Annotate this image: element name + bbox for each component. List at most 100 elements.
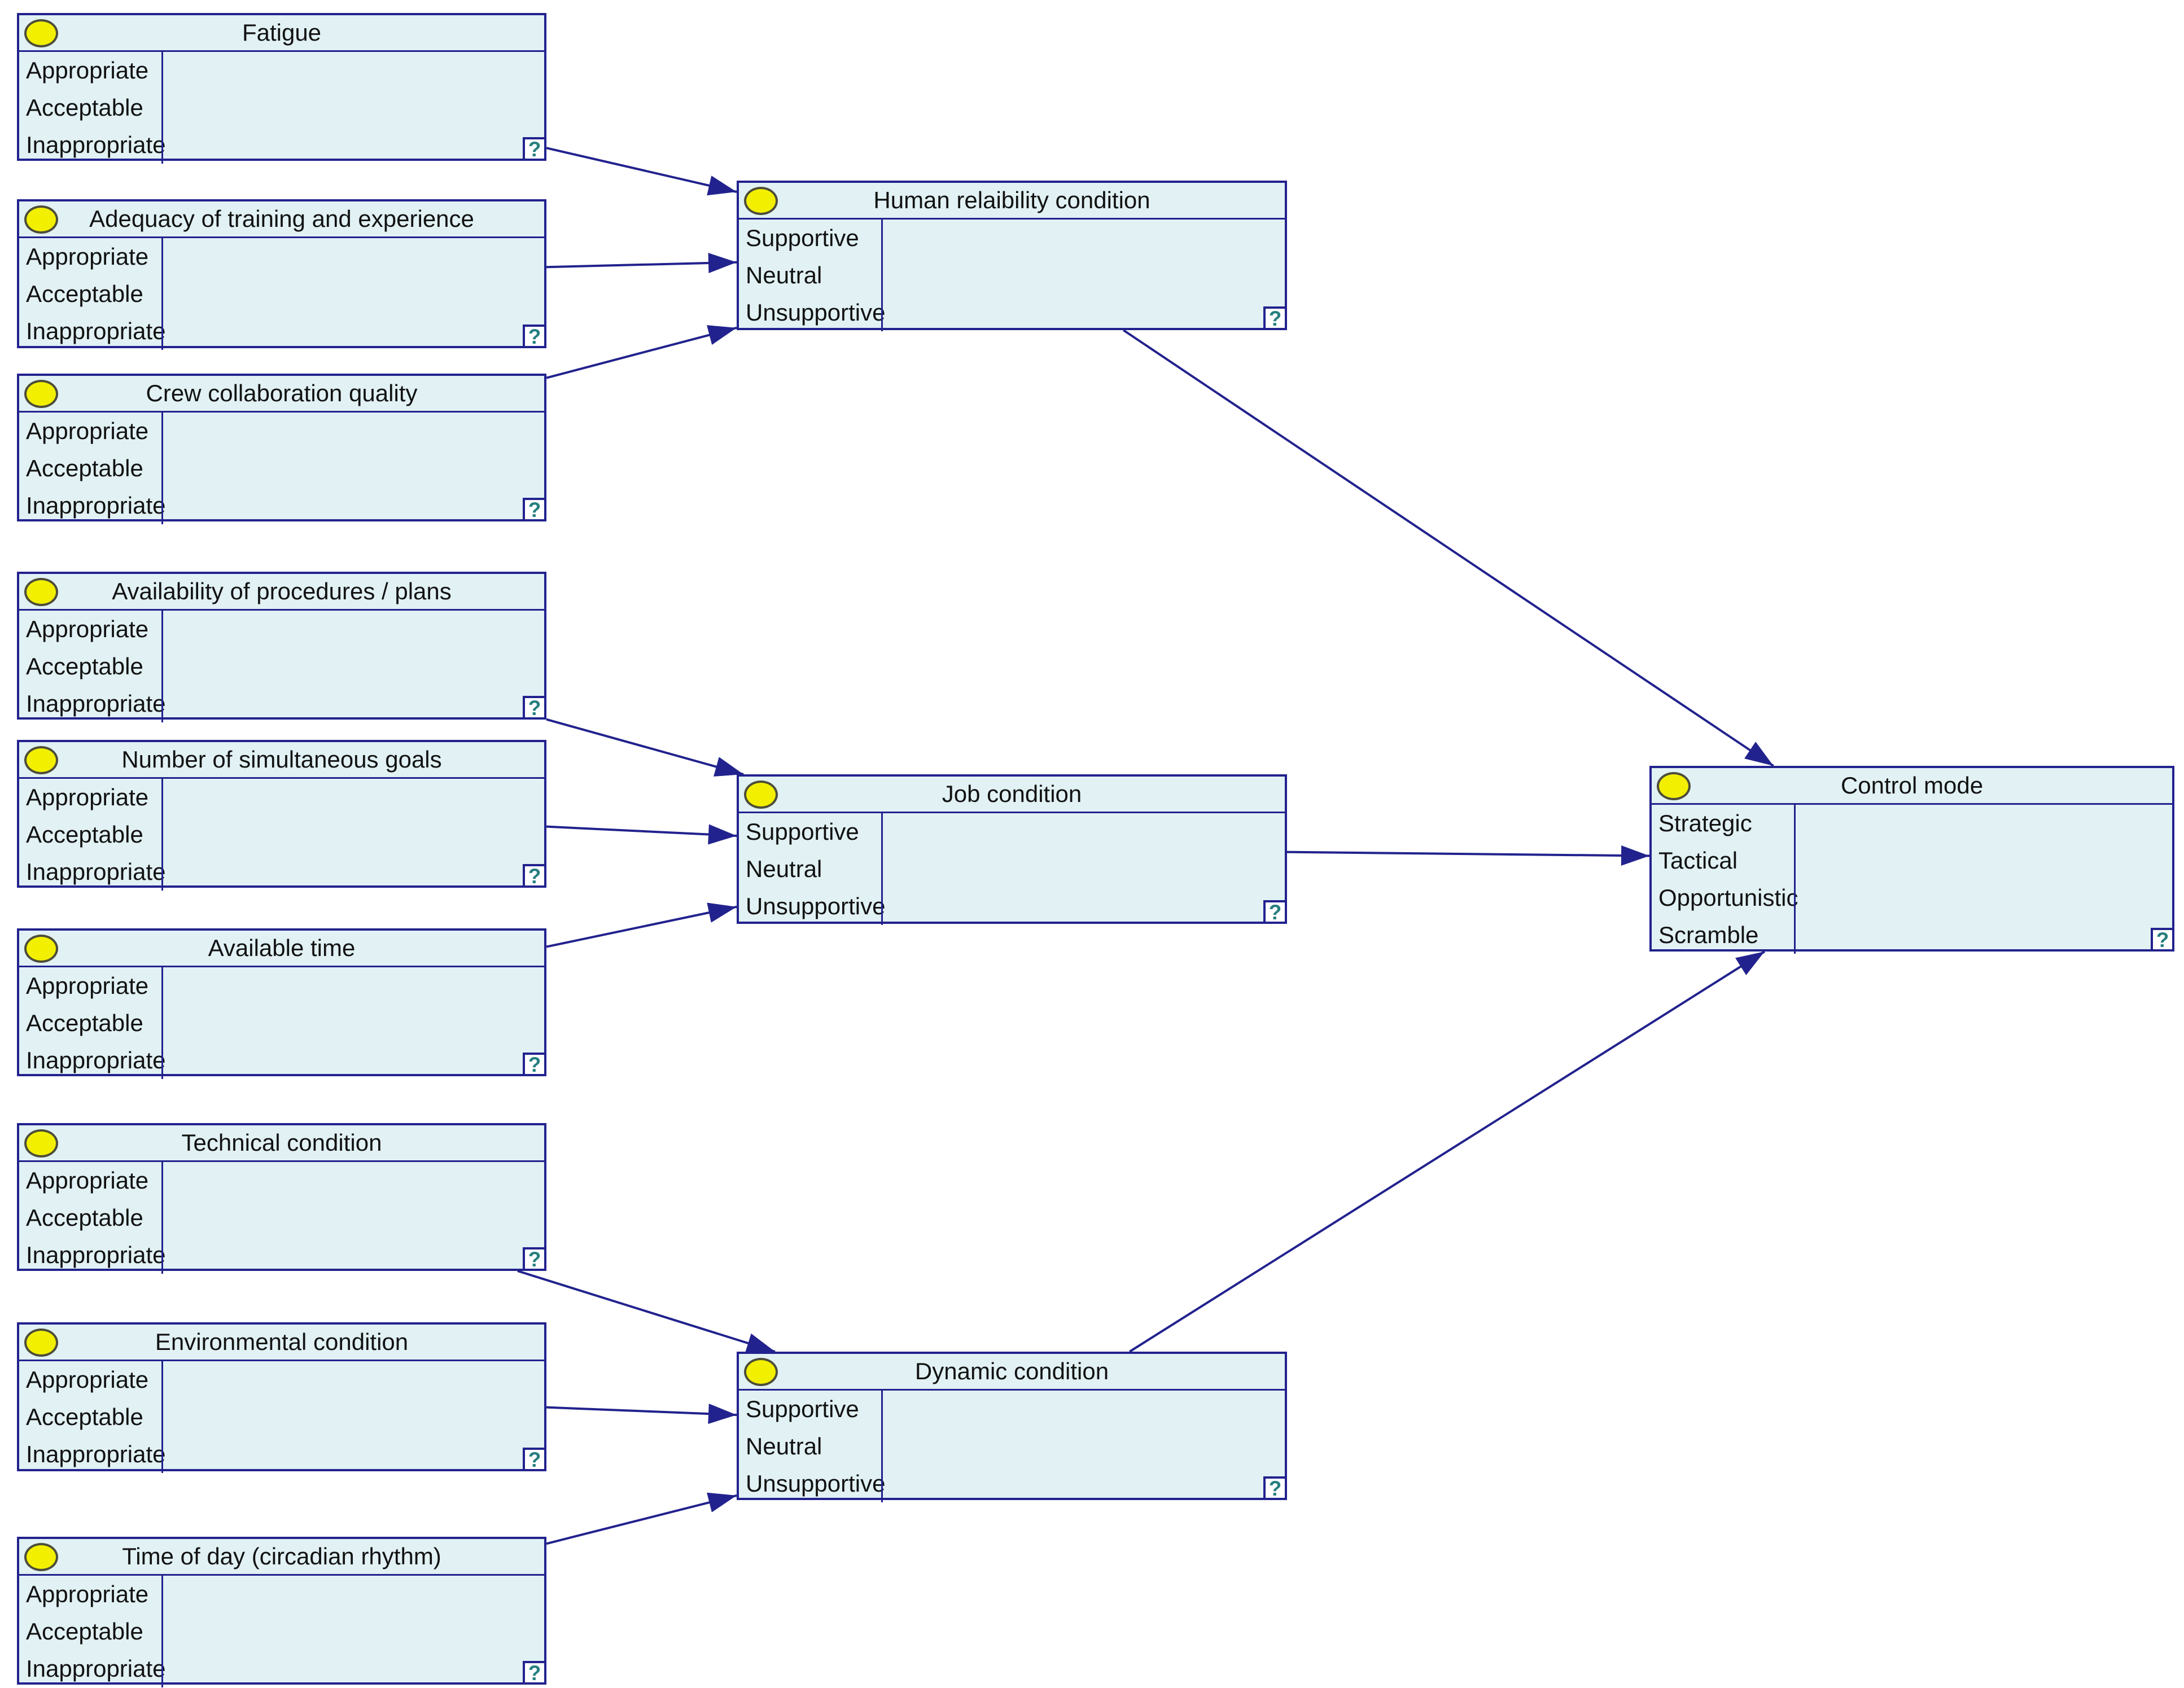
node-title: Environmental condition bbox=[19, 1325, 544, 1361]
state-label: Unsupportive bbox=[746, 893, 886, 919]
state-label: Appropriate bbox=[26, 57, 149, 84]
state-label: Unsupportive bbox=[746, 1470, 886, 1497]
arrow-procedures-to-job bbox=[546, 718, 744, 777]
state-label: Inappropriate bbox=[26, 1655, 166, 1682]
state-label: Strategic bbox=[1658, 810, 1752, 836]
question-mark-icon: ? bbox=[1263, 900, 1287, 924]
node-title: Human relaibility condition bbox=[739, 183, 1285, 220]
state-label: Inappropriate bbox=[26, 131, 166, 158]
state-label: Supportive bbox=[746, 818, 859, 845]
yellow-ellipse-icon bbox=[744, 1358, 778, 1386]
question-mark-icon: ? bbox=[523, 864, 546, 888]
question-mark-icon: ? bbox=[523, 137, 546, 161]
question-mark-icon: ? bbox=[2151, 928, 2174, 952]
state-label: Acceptable bbox=[26, 653, 143, 679]
state-bar-divider bbox=[161, 1361, 163, 1473]
state-label: Inappropriate bbox=[26, 1047, 166, 1073]
state-label: Inappropriate bbox=[26, 690, 166, 717]
state-bar-divider bbox=[881, 813, 883, 925]
arrow-training-to-hrc bbox=[546, 253, 737, 273]
state-label: Appropriate bbox=[26, 418, 149, 444]
node-timeofday[interactable]: Time of day (circadian rhythm)Appropriat… bbox=[17, 1537, 546, 1687]
state-bar-divider bbox=[1794, 805, 1796, 954]
arrow-environmental-to-dynamic bbox=[546, 1404, 737, 1424]
arrow-goals-to-job bbox=[546, 824, 737, 845]
state-label: Acceptable bbox=[26, 821, 143, 848]
state-label: Acceptable bbox=[26, 280, 143, 307]
state-label: Acceptable bbox=[26, 1618, 143, 1645]
state-label: Opportunistic bbox=[1658, 884, 1798, 911]
question-mark-icon: ? bbox=[1263, 306, 1287, 330]
arrow-fatigue-to-hrc bbox=[546, 147, 737, 196]
state-label: Neutral bbox=[746, 262, 822, 288]
state-bar-divider bbox=[161, 238, 163, 350]
yellow-ellipse-icon bbox=[24, 1543, 58, 1571]
node-title: Control mode bbox=[1652, 768, 2172, 805]
state-label: Acceptable bbox=[26, 1204, 143, 1231]
state-label: Scramble bbox=[1658, 922, 1759, 948]
arrow-crew-to-hrc bbox=[546, 325, 737, 379]
state-bar-divider bbox=[161, 52, 163, 164]
yellow-ellipse-icon bbox=[744, 781, 778, 809]
state-bar-divider bbox=[161, 1576, 163, 1687]
arrow-availtime-to-job bbox=[546, 902, 737, 948]
arrow-technical-to-dynamic bbox=[517, 1270, 776, 1353]
node-title: Available time bbox=[19, 931, 544, 967]
arrow-timeofday-to-dynamic bbox=[546, 1492, 737, 1545]
node-title: Crew collaboration quality bbox=[19, 376, 544, 413]
question-mark-icon: ? bbox=[523, 1661, 546, 1685]
state-label: Appropriate bbox=[26, 784, 149, 810]
yellow-ellipse-icon bbox=[744, 187, 778, 215]
state-label: Inappropriate bbox=[26, 492, 166, 519]
arrow-job-to-control bbox=[1286, 845, 1650, 866]
node-title: Job condition bbox=[739, 777, 1285, 813]
arrow-dynamic-to-control bbox=[1129, 950, 1766, 1353]
state-label: Supportive bbox=[746, 1396, 859, 1422]
question-mark-icon: ? bbox=[523, 1448, 546, 1471]
node-title: Number of simultaneous goals bbox=[19, 742, 544, 779]
question-mark-icon: ? bbox=[523, 498, 546, 521]
state-label: Appropriate bbox=[26, 1366, 149, 1393]
state-label: Neutral bbox=[746, 856, 822, 882]
node-title: Time of day (circadian rhythm) bbox=[19, 1539, 544, 1576]
node-title: Technical condition bbox=[19, 1125, 544, 1162]
yellow-ellipse-icon bbox=[1657, 772, 1691, 800]
state-label: Acceptable bbox=[26, 455, 143, 481]
state-label: Acceptable bbox=[26, 1010, 143, 1036]
state-label: Acceptable bbox=[26, 94, 143, 121]
yellow-ellipse-icon bbox=[24, 19, 58, 47]
state-label: Appropriate bbox=[26, 616, 149, 642]
state-bar-divider bbox=[161, 967, 163, 1079]
state-label: Appropriate bbox=[26, 1581, 149, 1607]
question-mark-icon: ? bbox=[523, 1053, 546, 1076]
state-label: Tactical bbox=[1658, 847, 1738, 874]
state-label: Unsupportive bbox=[746, 299, 886, 326]
state-label: Appropriate bbox=[26, 972, 149, 999]
state-label: Neutral bbox=[746, 1433, 822, 1459]
state-bar-divider bbox=[161, 1162, 163, 1274]
